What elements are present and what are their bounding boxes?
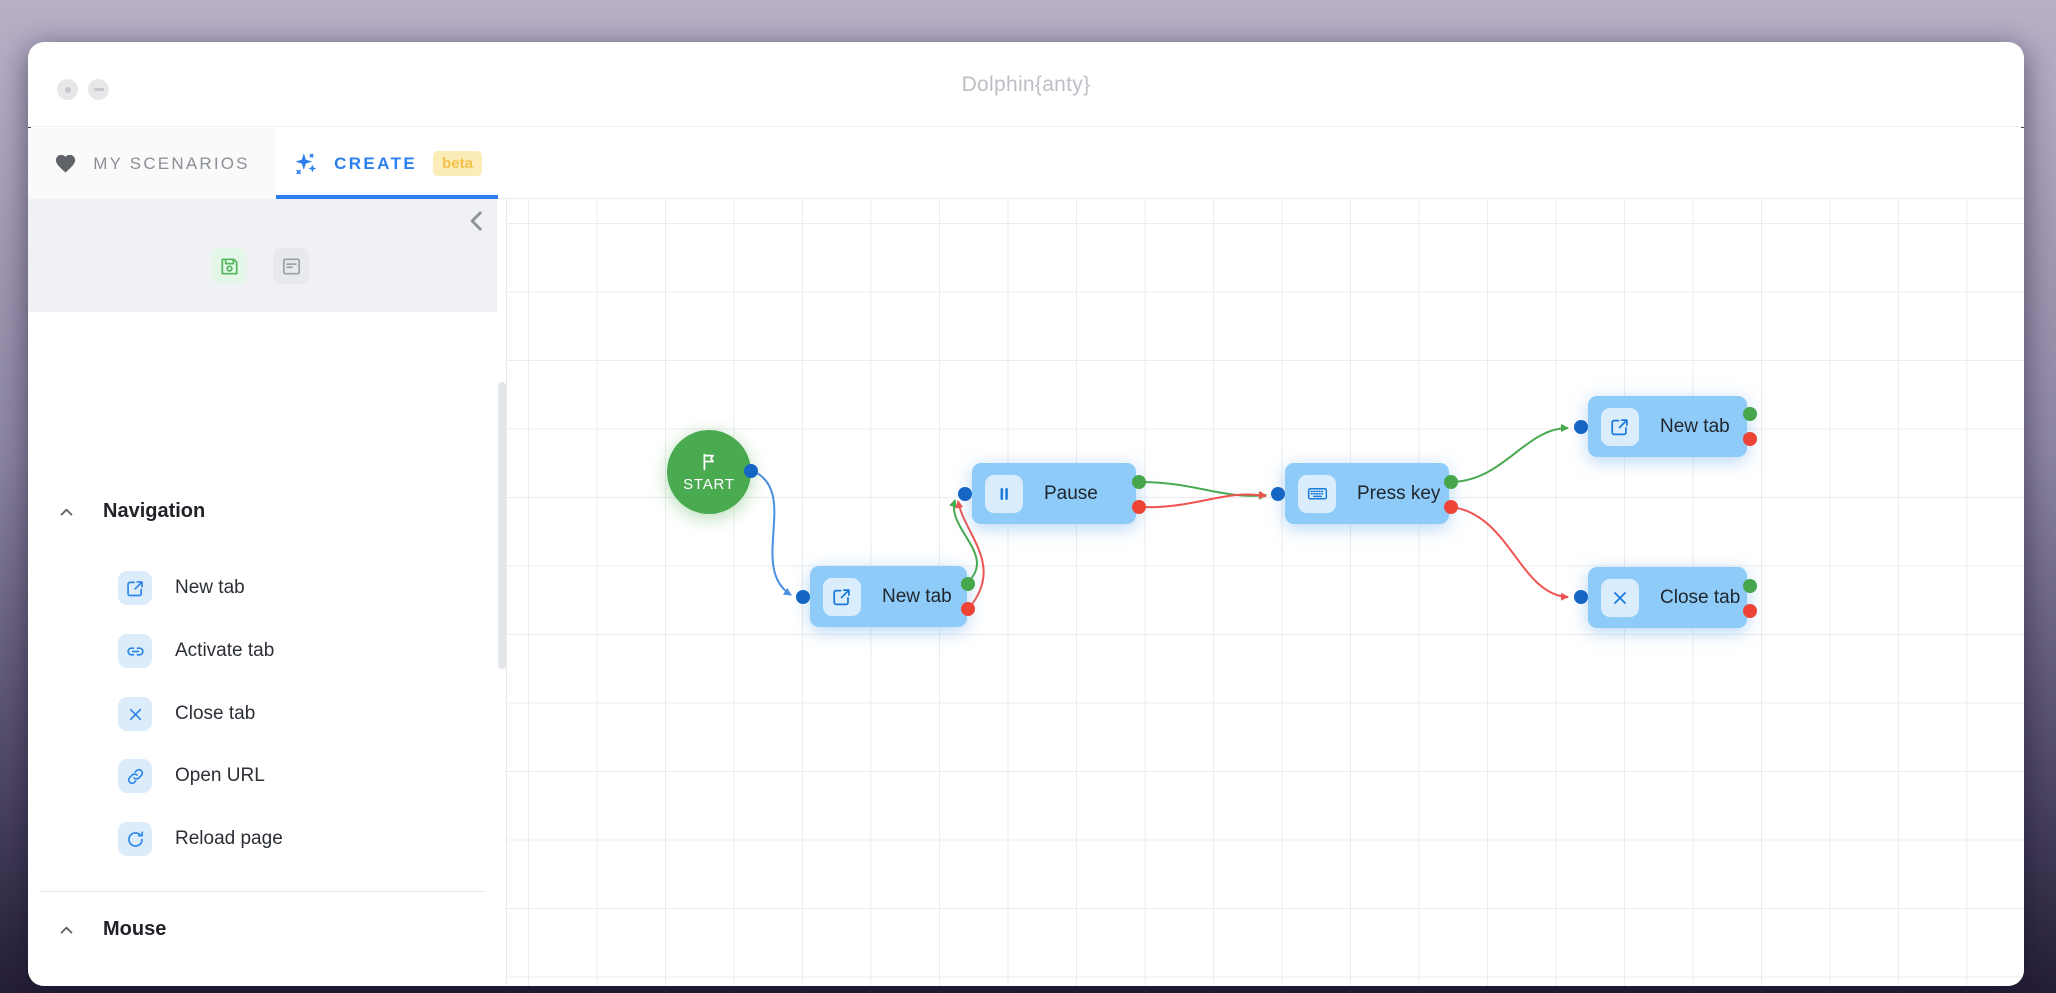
error-port[interactable] <box>1743 432 1757 446</box>
flow-node-press-key[interactable]: Press key <box>1285 463 1449 524</box>
success-port[interactable] <box>961 577 975 591</box>
close-tab-icon <box>1601 578 1639 617</box>
sidebar-item-label: Activate tab <box>175 640 275 661</box>
flow-node-new-tab-1[interactable]: New tab <box>810 566 967 627</box>
flow-node-start[interactable]: START <box>667 430 751 514</box>
section-label: Navigation <box>103 500 206 522</box>
heart-icon <box>54 152 77 175</box>
input-port[interactable] <box>796 590 810 604</box>
sidebar-header <box>28 199 497 312</box>
active-tab-indicator <box>276 195 498 199</box>
section-label: Mouse <box>103 918 167 940</box>
sidebar-collapse-button[interactable] <box>462 205 492 237</box>
sidebar-item-label: Open URL <box>175 765 265 786</box>
dot-circle-icon <box>64 86 71 93</box>
error-port[interactable] <box>1444 500 1458 514</box>
section-header-navigation[interactable]: Navigation <box>28 500 506 528</box>
sidebar-scrollbar-thumb[interactable] <box>498 382 506 669</box>
node-label: Pause <box>1044 482 1098 504</box>
tab-my-scenarios[interactable]: MY SCENARIOS <box>28 128 276 199</box>
pause-icon <box>985 474 1023 513</box>
node-label: Close tab <box>1660 586 1741 608</box>
sidebar-item-label: New tab <box>175 577 245 598</box>
window-title: Dolphin{anty} <box>961 73 1091 96</box>
activate-tab-icon <box>118 634 152 668</box>
success-port[interactable] <box>1743 407 1757 421</box>
flow-node-pause[interactable]: Pause <box>972 463 1136 524</box>
chevron-up-icon <box>58 922 75 939</box>
form-icon <box>280 255 303 278</box>
app-window: Dolphin{anty} MY SCENARIOS <box>28 42 2024 986</box>
node-label: Press key <box>1357 482 1441 504</box>
input-port[interactable] <box>958 487 972 501</box>
section-divider <box>40 891 485 892</box>
titlebar: Dolphin{anty} <box>28 42 2024 127</box>
sidebar-item-reload-page[interactable]: Reload page <box>28 822 506 856</box>
sidebar-item-activate-tab[interactable]: Activate tab <box>28 634 506 668</box>
actions-sidebar: Navigation New tab Activate tab Close ta… <box>28 199 507 986</box>
sidebar-item-close-tab[interactable]: Close tab <box>28 697 506 731</box>
beta-badge: beta <box>433 151 482 176</box>
success-port[interactable] <box>1743 579 1757 593</box>
save-icon <box>218 255 241 278</box>
section-header-mouse[interactable]: Mouse <box>28 918 506 946</box>
flow-canvas[interactable] <box>507 199 2024 986</box>
tab-create-label: CREATE <box>334 153 418 173</box>
input-port[interactable] <box>1574 590 1588 604</box>
error-port[interactable] <box>961 602 975 616</box>
window-control-dot-button[interactable] <box>57 79 78 100</box>
node-label: New tab <box>882 585 952 607</box>
output-port[interactable] <box>744 464 758 478</box>
flow-node-close-tab[interactable]: Close tab <box>1588 567 1747 628</box>
error-port[interactable] <box>1743 604 1757 618</box>
tab-bar: MY SCENARIOS CREATE beta <box>28 128 2024 278</box>
sidebar-item-new-tab[interactable]: New tab <box>28 571 506 605</box>
success-port[interactable] <box>1444 475 1458 489</box>
sidebar-item-label: Close tab <box>175 703 256 724</box>
window-control-minus-button[interactable] <box>88 79 109 100</box>
open-url-icon <box>118 759 152 793</box>
reload-page-icon <box>118 822 152 856</box>
node-label: START <box>683 476 735 493</box>
new-tab-icon <box>823 577 861 616</box>
minus-circle-icon <box>93 88 104 91</box>
keyboard-icon <box>1298 474 1336 513</box>
sidebar-item-label: Reload page <box>175 828 283 849</box>
flow-node-new-tab-2[interactable]: New tab <box>1588 396 1747 457</box>
scenario-details-button[interactable] <box>273 248 309 284</box>
tab-my-scenarios-label: MY SCENARIOS <box>93 153 250 173</box>
flag-icon <box>698 451 720 473</box>
chevron-up-icon <box>58 504 75 521</box>
sparkles-icon <box>292 151 318 177</box>
tab-create[interactable]: CREATE beta <box>276 128 498 199</box>
node-label: New tab <box>1660 415 1730 437</box>
sidebar-item-open-url[interactable]: Open URL <box>28 759 506 793</box>
success-port[interactable] <box>1132 475 1146 489</box>
save-scenario-button[interactable] <box>211 248 247 284</box>
input-port[interactable] <box>1574 420 1588 434</box>
new-tab-icon <box>1601 407 1639 446</box>
chevron-left-icon <box>464 208 490 234</box>
error-port[interactable] <box>1132 500 1146 514</box>
close-tab-icon <box>118 697 152 731</box>
new-tab-icon <box>118 571 152 605</box>
input-port[interactable] <box>1271 487 1285 501</box>
